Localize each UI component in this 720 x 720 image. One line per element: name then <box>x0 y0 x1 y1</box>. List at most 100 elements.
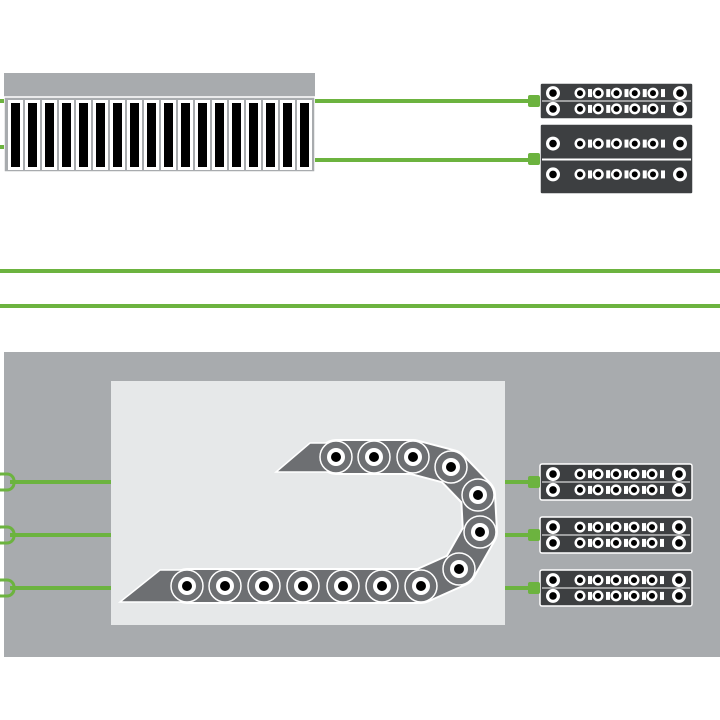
left-connectors <box>0 472 111 598</box>
module-terminal-core <box>675 486 683 494</box>
module-port-core <box>595 524 601 531</box>
module-port-core <box>631 105 638 112</box>
left-connector-3 <box>0 578 16 598</box>
module-led <box>661 104 665 113</box>
chain-pin-core <box>377 581 387 591</box>
module-terminal-core <box>676 139 684 148</box>
module-led <box>606 576 610 585</box>
left-connector-1 <box>0 472 16 492</box>
module-led <box>606 170 611 179</box>
module-terminal-core <box>549 470 557 478</box>
module-terminal-core <box>675 576 683 584</box>
module-terminal-core <box>549 105 557 113</box>
module-port-core <box>650 90 656 97</box>
chain-pin-core <box>338 581 348 591</box>
module-port-core <box>613 90 620 97</box>
module-terminal-core <box>675 470 683 478</box>
module-port-core <box>649 592 655 599</box>
module-led <box>588 89 592 98</box>
module-led <box>588 523 592 532</box>
left-connector-2 <box>0 525 16 545</box>
module-led <box>588 104 592 113</box>
module-port-core <box>595 105 602 112</box>
chain-pin-core <box>475 527 485 537</box>
chain-pin-core <box>369 452 379 462</box>
module-led <box>606 89 611 98</box>
chain-pin-core <box>298 581 308 591</box>
module-port-core <box>595 171 602 178</box>
module-terminal-core <box>676 105 684 113</box>
module-terminal-core <box>675 539 683 547</box>
module-led <box>588 538 592 547</box>
module-led <box>642 104 647 113</box>
module-led <box>642 170 647 179</box>
module-plug <box>528 476 540 488</box>
module-led <box>660 485 664 494</box>
module-port-core <box>613 592 619 599</box>
module-led <box>642 591 646 600</box>
io-module-icon <box>528 463 693 501</box>
chain-pin-core <box>416 581 426 591</box>
module-led <box>624 104 629 113</box>
terminal-slot <box>79 103 88 167</box>
terminal-slot <box>198 103 207 167</box>
module-plug <box>528 529 540 541</box>
chain-pin-core <box>454 564 464 574</box>
module-plug <box>528 95 540 107</box>
module-led <box>588 591 592 600</box>
terminal-slot <box>45 103 54 167</box>
module-port-core <box>613 486 619 493</box>
module-led <box>660 523 664 532</box>
module-port-core <box>577 105 583 112</box>
drag-chain-icon <box>117 439 498 604</box>
module-port-core <box>613 524 619 531</box>
module-led <box>624 576 628 585</box>
module-led <box>624 139 629 148</box>
module-port-core <box>577 539 583 546</box>
module-led <box>588 170 592 179</box>
module-port-core <box>577 592 583 599</box>
module-plug <box>528 582 540 594</box>
module-led <box>624 523 628 532</box>
module-led <box>642 470 646 479</box>
terminal-slot <box>181 103 190 167</box>
terminal-slot <box>300 103 309 167</box>
module-port-core <box>649 486 655 493</box>
module-port-core <box>631 471 637 478</box>
io-module-icon <box>528 516 693 554</box>
module-port-core <box>650 105 656 112</box>
terminal-slot <box>96 103 105 167</box>
module-terminal-core <box>549 139 557 148</box>
module-led <box>606 485 610 494</box>
module-port-core <box>613 140 620 147</box>
module-led <box>624 470 628 479</box>
terminal-block-icon <box>3 73 316 173</box>
terminal-slot <box>266 103 275 167</box>
module-led <box>606 591 610 600</box>
module-port-core <box>631 592 637 599</box>
module-terminal-core <box>549 170 557 179</box>
module-led <box>661 139 665 148</box>
module-led <box>642 523 646 532</box>
chain-pin-core <box>331 452 341 462</box>
terminal-slot <box>232 103 241 167</box>
module-port-core <box>649 524 655 531</box>
module-terminal-core <box>549 539 557 547</box>
terminal-slot <box>215 103 224 167</box>
module-led <box>660 576 664 585</box>
module-port-core <box>613 577 619 584</box>
module-led <box>588 470 592 479</box>
chain-pin-core <box>182 581 192 591</box>
module-port-core <box>631 524 637 531</box>
module-port-core <box>631 539 637 546</box>
terminal-slot <box>164 103 173 167</box>
terminal-slot <box>11 103 20 167</box>
module-led <box>606 139 611 148</box>
module-led <box>588 139 592 148</box>
module-port-core <box>595 577 601 584</box>
chain-pin-core <box>446 462 456 472</box>
module-terminal-core <box>549 89 557 97</box>
module-terminal-core <box>676 89 684 97</box>
terminal-slot <box>283 103 292 167</box>
